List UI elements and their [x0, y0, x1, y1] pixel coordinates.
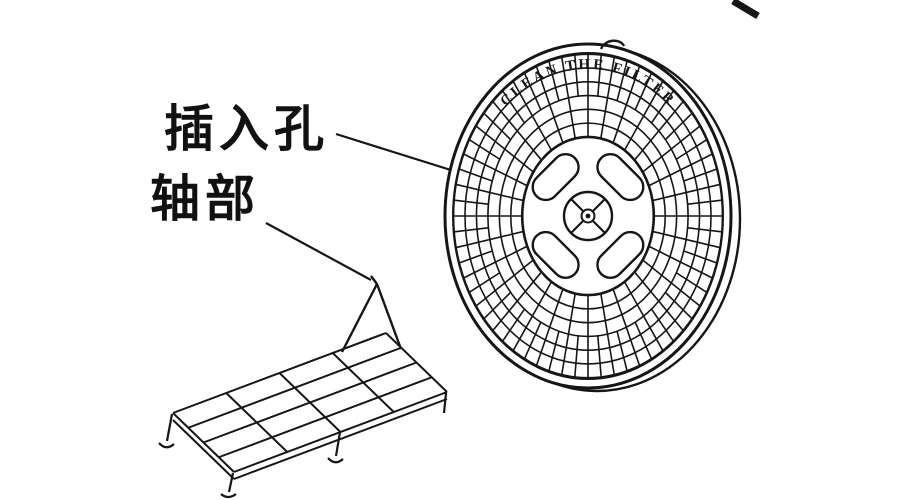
rack-rim [172, 398, 448, 480]
label-insertion-hole: 插入孔 [164, 101, 329, 157]
corner-mark [731, 0, 760, 20]
leader-line-shaft [265, 222, 372, 281]
rack-legs [158, 392, 448, 499]
label-shaft: 轴部 [150, 171, 260, 227]
filter-disc: CLEAN THE FILTER [443, 39, 742, 393]
rack-grid [172, 332, 448, 473]
hub-finger-holes [531, 152, 645, 280]
wire-rack [158, 275, 448, 499]
disc-mesh-grid [452, 53, 724, 379]
insertion-hole-center [562, 190, 614, 242]
rack-handle-shaft [340, 275, 403, 353]
disc-top-tab [599, 39, 626, 50]
